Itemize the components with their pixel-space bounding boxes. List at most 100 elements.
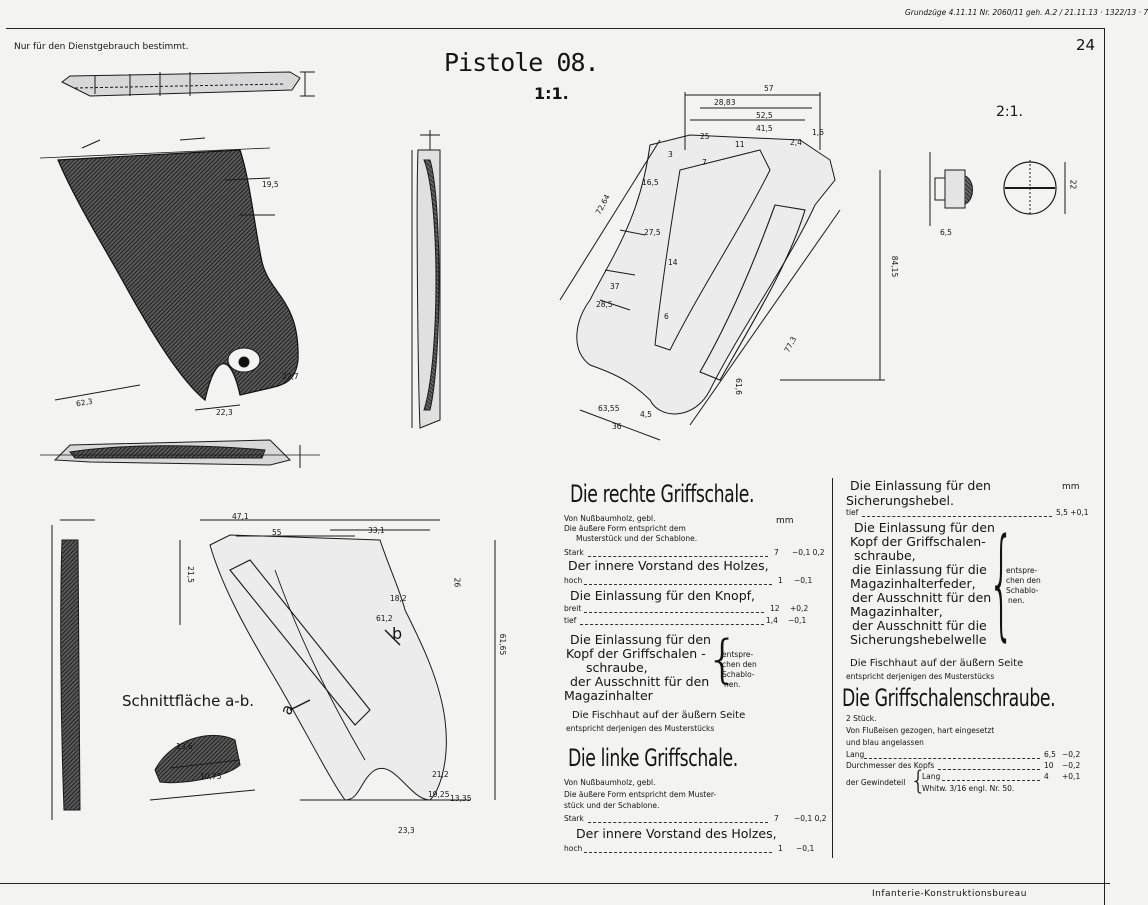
- spec-text: Magazinhalter: [564, 688, 653, 703]
- detail-scale-label: 2:1.: [996, 104, 1023, 120]
- dim-label: 61,2: [376, 614, 393, 623]
- top-profile-view: [61, 71, 315, 97]
- dim-label: 6: [664, 312, 669, 321]
- spec-text: Kopf der Griffschalen-: [850, 534, 986, 549]
- dim-label: 18,2: [390, 594, 407, 603]
- spec-row-value: 7: [774, 548, 779, 557]
- spec-text: und blau angelassen: [846, 738, 924, 747]
- spec-text: schraube,: [854, 548, 916, 563]
- scale-label: 1:1.: [534, 84, 569, 103]
- section-letter-b: b: [392, 624, 403, 643]
- spec-text: Magazinhalter,: [850, 604, 943, 619]
- side-profile-view-right: [411, 130, 441, 429]
- side-profile-view-left: [51, 519, 95, 820]
- dim-label: 55: [272, 528, 282, 537]
- left-grip-title: Die linke Griffschale.: [568, 744, 738, 772]
- brace-text: nen.: [1008, 596, 1025, 605]
- dim-label: 63,55: [598, 404, 620, 413]
- spec-text: Die Einlassung für den: [570, 632, 711, 647]
- dim-label: 22,7: [282, 372, 299, 381]
- spec-text: entspricht derjenigen des Musterstücks: [566, 724, 715, 733]
- dim-label: 47,1: [232, 512, 249, 521]
- spec-row-value: 12: [770, 604, 780, 613]
- spec-text: stück und der Schablone.: [564, 801, 660, 810]
- dim-label: 3: [668, 150, 673, 159]
- section-label: Schnittfläche a-b.: [122, 692, 254, 710]
- spec-row-label: tief: [846, 508, 859, 517]
- dim-label: 61,6: [733, 378, 743, 395]
- dim-label: 14: [668, 258, 678, 267]
- spec-row-label: breit: [564, 604, 582, 613]
- spec-heading: Der innere Vorstand des Holzes,: [576, 826, 777, 841]
- spec-text: Sicherungshebelwelle: [850, 632, 987, 647]
- screw-title: Die Griffschalenschraube.: [842, 684, 1056, 712]
- spec-row-label: Durchmesser des Kopfs: [846, 761, 935, 770]
- dim-label: 22,3: [216, 408, 233, 417]
- dim-label: 57: [764, 84, 774, 93]
- restriction-note: Nur für den Dienstgebrauch bestimmt.: [14, 42, 189, 52]
- right-grip-front-view: [39, 137, 299, 411]
- dim-label: 22: [1068, 179, 1078, 190]
- spec-text: Die Einlassung für den: [854, 520, 995, 535]
- spec-row-tolerance: −0,1: [788, 616, 807, 625]
- spec-text: der Ausschnitt für den: [570, 674, 710, 689]
- spec-text: Die äußere Form entspricht dem Muster-: [564, 790, 717, 799]
- column-divider: [832, 478, 833, 858]
- dim-label: 4,5: [640, 410, 652, 419]
- technical-drawing: [39, 71, 1066, 820]
- spec-row-label: Whitw. 3/16 engl. Nr. 50.: [922, 784, 1015, 793]
- spec-row-value: 1: [778, 844, 783, 853]
- spec-row-tolerance: −0,1 0,2: [792, 548, 825, 557]
- spec-row-label: Lang: [846, 750, 865, 759]
- dim-label: 1,6: [812, 128, 824, 137]
- spec-row-tolerance: −0,2: [1062, 750, 1081, 759]
- spec-text: Die äußere Form entspricht dem: [564, 524, 686, 533]
- dim-label: 41,5: [756, 124, 773, 133]
- dim-label: 37: [610, 282, 620, 291]
- spec-heading: Die Einlassung für den Knopf,: [570, 588, 755, 603]
- spec-text: Die Fischhaut auf der äußern Seite: [572, 710, 746, 721]
- spec-text: Kopf der Griffschalen -: [566, 646, 706, 661]
- spec-row-label: hoch: [564, 844, 583, 853]
- unit-label: mm: [1062, 482, 1080, 492]
- spec-text: der Ausschnitt für die: [852, 618, 987, 633]
- brace-text: chen den: [722, 660, 757, 669]
- brace-text: entspre-: [1006, 566, 1038, 575]
- dim-label: 28,5: [596, 300, 613, 309]
- brace: {: [910, 766, 927, 796]
- drawing-frame: [6, 28, 1105, 905]
- spec-text: Die Fischhaut auf der äußern Seite: [850, 658, 1024, 669]
- dim-label: 33,1: [368, 526, 385, 535]
- spec-text: Magazinhalterfeder,: [850, 576, 976, 591]
- spec-row-label: Lang: [922, 772, 941, 781]
- brace-text: entspre-: [722, 650, 754, 659]
- spec-text: Von Nußbaumholz, gebl.: [564, 514, 656, 523]
- brace-text: nen.: [724, 680, 741, 689]
- spec-row-tolerance: −0,2: [1062, 761, 1081, 770]
- spec-row-value: 1: [778, 576, 783, 585]
- spec-row-value: 10: [1044, 761, 1054, 770]
- dim-label: 21,5: [185, 566, 195, 583]
- brace: {: [706, 630, 740, 690]
- spec-text: Die Einlassung für den: [850, 478, 991, 493]
- spec-row-value: 7: [774, 814, 779, 823]
- dim-label: 19,25: [428, 790, 450, 799]
- dim-label: 16,5: [642, 178, 659, 187]
- brace: {: [988, 514, 1015, 653]
- dim-label: 26: [452, 577, 462, 588]
- footer-office: Infanterie-Konstruktionsbureau: [872, 889, 1027, 899]
- left-grip-inner-view: [179, 519, 496, 801]
- dim-label: 13,6: [176, 742, 193, 751]
- spec-row-value: 5,5 +0,1: [1056, 508, 1089, 517]
- spec-row-label: tief: [564, 616, 577, 625]
- spec-row-label: der Gewindeteil: [846, 778, 906, 787]
- dim-label: 7: [702, 158, 707, 167]
- right-grip-title: Die rechte Griffschale.: [570, 480, 755, 508]
- spec-text: die Einlassung für die: [852, 562, 987, 577]
- spec-row-value: 6,5: [1044, 750, 1056, 759]
- spec-row-tolerance: +0,1: [1062, 772, 1081, 781]
- sheet-number: 24: [1076, 36, 1096, 54]
- dim-label: 25: [700, 132, 710, 141]
- dim-label: 10,75: [200, 772, 222, 781]
- page-title: Pistole 08.: [444, 48, 600, 77]
